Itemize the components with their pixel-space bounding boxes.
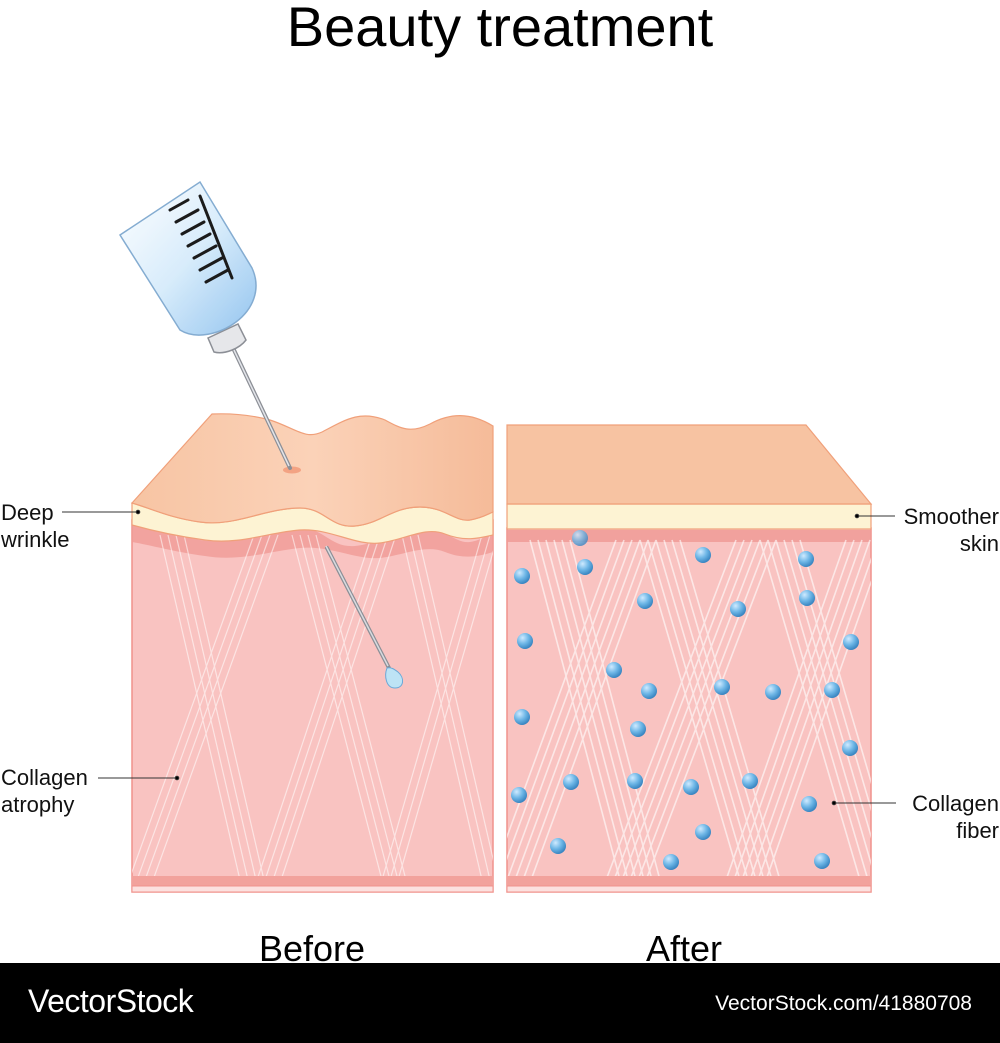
after-skin-surface <box>506 424 873 505</box>
footer-url: VectorStock.com/41880708 <box>715 992 972 1015</box>
before-collagen-fibers <box>132 534 493 876</box>
injection-point <box>283 466 301 474</box>
caption-after: After <box>646 928 723 969</box>
before-skin-block <box>130 413 494 893</box>
before-skin-surface <box>130 413 494 527</box>
after-collagen-fibers <box>507 539 871 876</box>
before-dermis <box>131 519 494 893</box>
needle-icon <box>325 545 391 670</box>
footer-bar: VectorStock VectorStock.com/41880708 <box>0 963 1000 1043</box>
caption-before: Before <box>259 928 366 969</box>
leader-lines <box>62 509 896 806</box>
collagen-beads <box>511 530 859 870</box>
after-epidermis <box>506 503 872 530</box>
after-skin-block <box>506 424 873 893</box>
syringe-icon <box>118 180 292 470</box>
diagram-title: Beauty treatment <box>286 0 714 58</box>
droplet-icon <box>385 667 403 689</box>
footer-brand: VectorStock <box>28 983 194 1019</box>
